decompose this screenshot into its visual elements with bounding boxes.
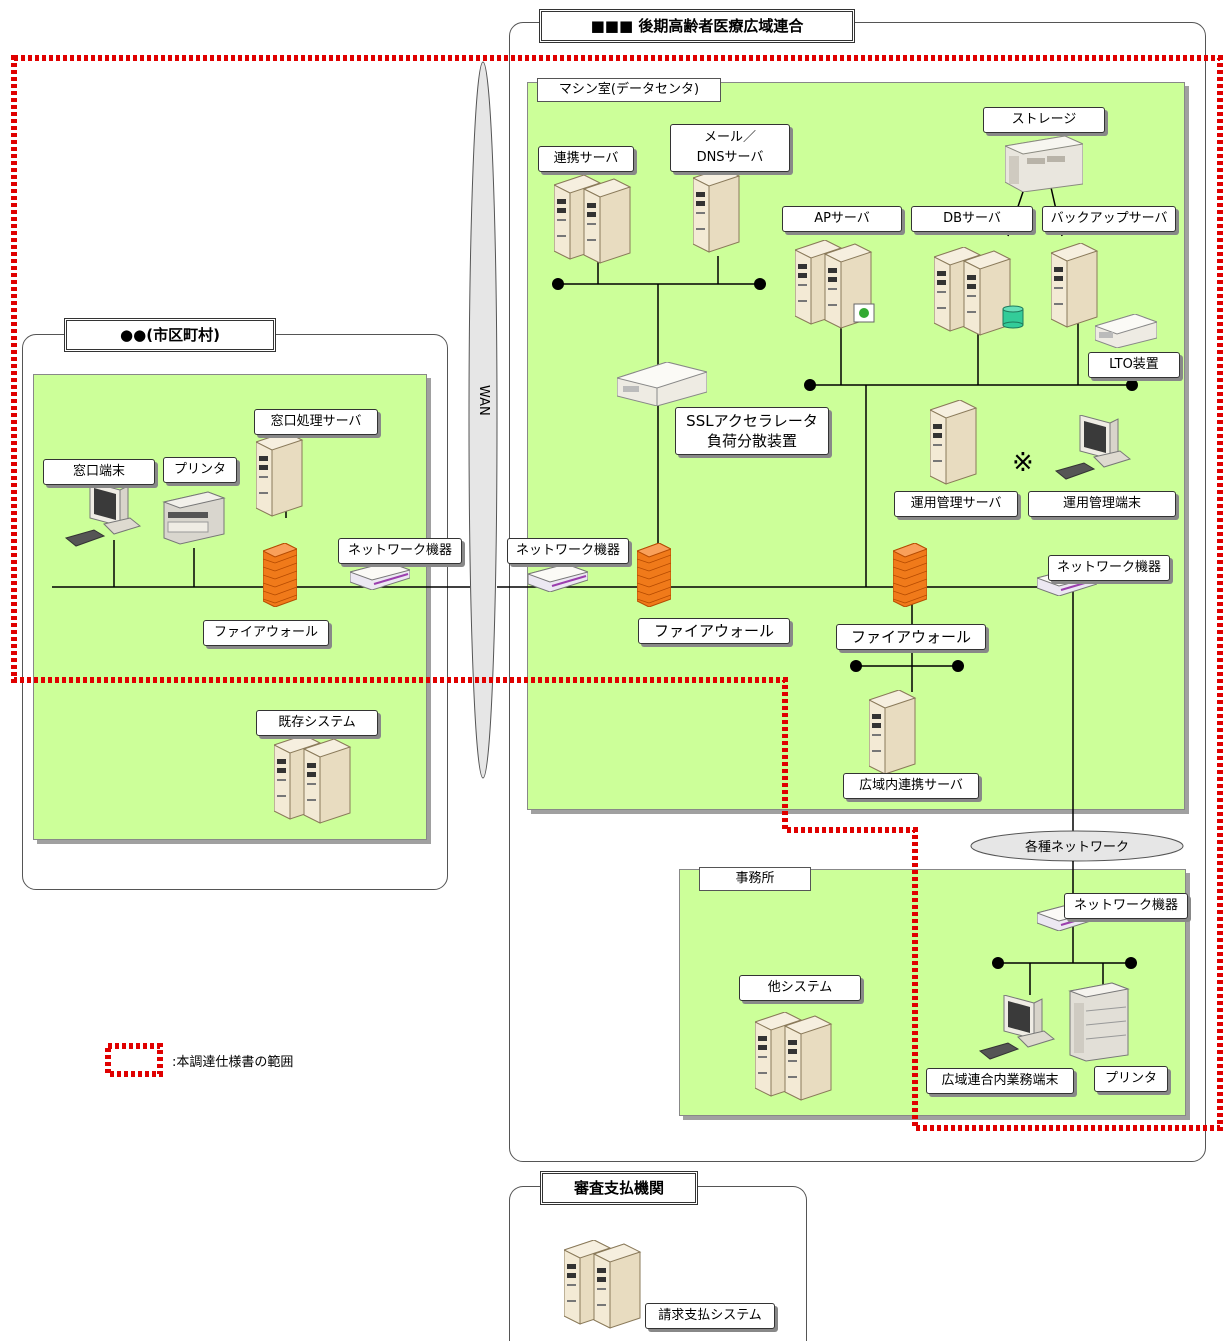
office-bus-end-right bbox=[1125, 957, 1137, 969]
union-terminal-label: 広域連合内業務端末 bbox=[926, 1068, 1074, 1094]
review-title: 審査支払機関 bbox=[540, 1171, 698, 1205]
network-switch-icon bbox=[528, 564, 588, 592]
muni-printer-label: プリンタ bbox=[163, 457, 237, 483]
window-terminal-label: 窓口端末 bbox=[43, 459, 155, 485]
other-system-icon bbox=[753, 1011, 847, 1106]
municipality-zone bbox=[33, 374, 427, 840]
ssl-line2: 負荷分散装置 bbox=[706, 432, 797, 450]
window-server-label: 窓口処理サーバ bbox=[254, 409, 378, 435]
legend-text: :本調達仕様書の範囲 bbox=[172, 1055, 294, 1070]
server-bus-end-left bbox=[804, 379, 816, 391]
net-muni-label: ネットワーク機器 bbox=[338, 538, 462, 564]
mail-dns-server-label: メール／ DNSサーバ bbox=[670, 124, 790, 172]
ops-terminal-label: 運用管理端末 bbox=[1028, 491, 1176, 517]
ap-badge-icon bbox=[853, 303, 875, 323]
ssl-accelerator-icon bbox=[617, 362, 707, 406]
wan-ellipse bbox=[468, 61, 498, 779]
office-printer-icon bbox=[1068, 982, 1130, 1062]
fw-union-right-label: ファイアウォール bbox=[836, 624, 986, 650]
municipality-title: ●●(市区町村) bbox=[64, 318, 276, 352]
wan-label: WAN bbox=[476, 385, 491, 416]
db-server-icon bbox=[932, 246, 1026, 341]
office-printer-label: プリンタ bbox=[1094, 1066, 1168, 1092]
various-networks-ellipse bbox=[970, 830, 1184, 862]
billing-system-icon bbox=[562, 1239, 656, 1334]
firewall-icon bbox=[893, 543, 927, 607]
database-icon bbox=[1002, 305, 1024, 329]
net-union-left-label: ネットワーク機器 bbox=[507, 538, 629, 564]
backup-server-icon bbox=[1049, 242, 1103, 337]
mail-server-icon bbox=[691, 167, 745, 262]
billing-system-label: 請求支払システム bbox=[645, 1303, 775, 1329]
storage-icon bbox=[1005, 136, 1083, 192]
office-bus-end-left bbox=[992, 957, 1004, 969]
renkei-server-icon bbox=[552, 174, 646, 269]
top-bus-end-left bbox=[552, 278, 564, 290]
mail-dns-line2: DNSサーバ bbox=[696, 150, 764, 165]
machine-room-title: マシン室(データセンタ) bbox=[537, 78, 721, 102]
muni-printer-icon bbox=[162, 491, 226, 545]
net-union-right-label: ネットワーク機器 bbox=[1048, 555, 1170, 581]
top-bus-end-right bbox=[754, 278, 766, 290]
server-bus-end-right bbox=[1126, 379, 1138, 391]
regional-bus-end-right bbox=[952, 660, 964, 672]
union-title: ■■■ 後期高齢者医療広域連合 bbox=[539, 9, 855, 43]
existing-system-label: 既存システム bbox=[256, 710, 378, 736]
window-server-icon bbox=[254, 431, 308, 526]
other-system-label: 他システム bbox=[739, 975, 861, 1001]
net-office-label: ネットワーク機器 bbox=[1064, 893, 1188, 919]
fw-union-center-label: ファイアウォール bbox=[638, 618, 790, 644]
ap-server-label: APサーバ bbox=[782, 206, 902, 232]
ssl-label: SSLアクセラレータ 負荷分散装置 bbox=[675, 407, 829, 455]
lto-device-icon bbox=[1095, 314, 1157, 348]
lto-label: LTO装置 bbox=[1088, 352, 1180, 378]
regional-server-icon bbox=[867, 689, 921, 784]
regional-bus-end-left bbox=[850, 660, 862, 672]
office-title: 事務所 bbox=[699, 867, 811, 891]
db-server-label: DBサーバ bbox=[911, 206, 1033, 232]
regional-server-label: 広域内連携サーバ bbox=[843, 773, 979, 799]
ops-server-label: 運用管理サーバ bbox=[894, 491, 1018, 517]
mail-dns-line1: メール／ bbox=[703, 130, 756, 145]
existing-system-icon bbox=[272, 734, 366, 829]
ssl-line1: SSLアクセラレータ bbox=[686, 412, 818, 430]
machine-room-zone bbox=[527, 82, 1185, 810]
various-networks-label: 各種ネットワーク bbox=[1024, 840, 1129, 855]
scope-outline bbox=[11, 55, 1223, 1131]
asterisk-mark: ※ bbox=[1012, 448, 1034, 478]
firewall-icon bbox=[637, 543, 671, 607]
union-terminal-pc-icon bbox=[978, 995, 1056, 1060]
legend-swatch bbox=[105, 1043, 163, 1077]
renkei-server-label: 連携サーバ bbox=[538, 146, 634, 172]
ops-server-icon bbox=[928, 399, 982, 494]
fw-muni-label: ファイアウォール bbox=[203, 620, 329, 646]
firewall-icon bbox=[263, 543, 297, 607]
network-switch-icon bbox=[350, 562, 410, 590]
backup-server-label: バックアップサーバ bbox=[1042, 206, 1176, 232]
window-terminal-pc-icon bbox=[64, 482, 142, 547]
ops-terminal-pc-icon bbox=[1054, 415, 1132, 480]
storage-label: ストレージ bbox=[983, 107, 1105, 133]
